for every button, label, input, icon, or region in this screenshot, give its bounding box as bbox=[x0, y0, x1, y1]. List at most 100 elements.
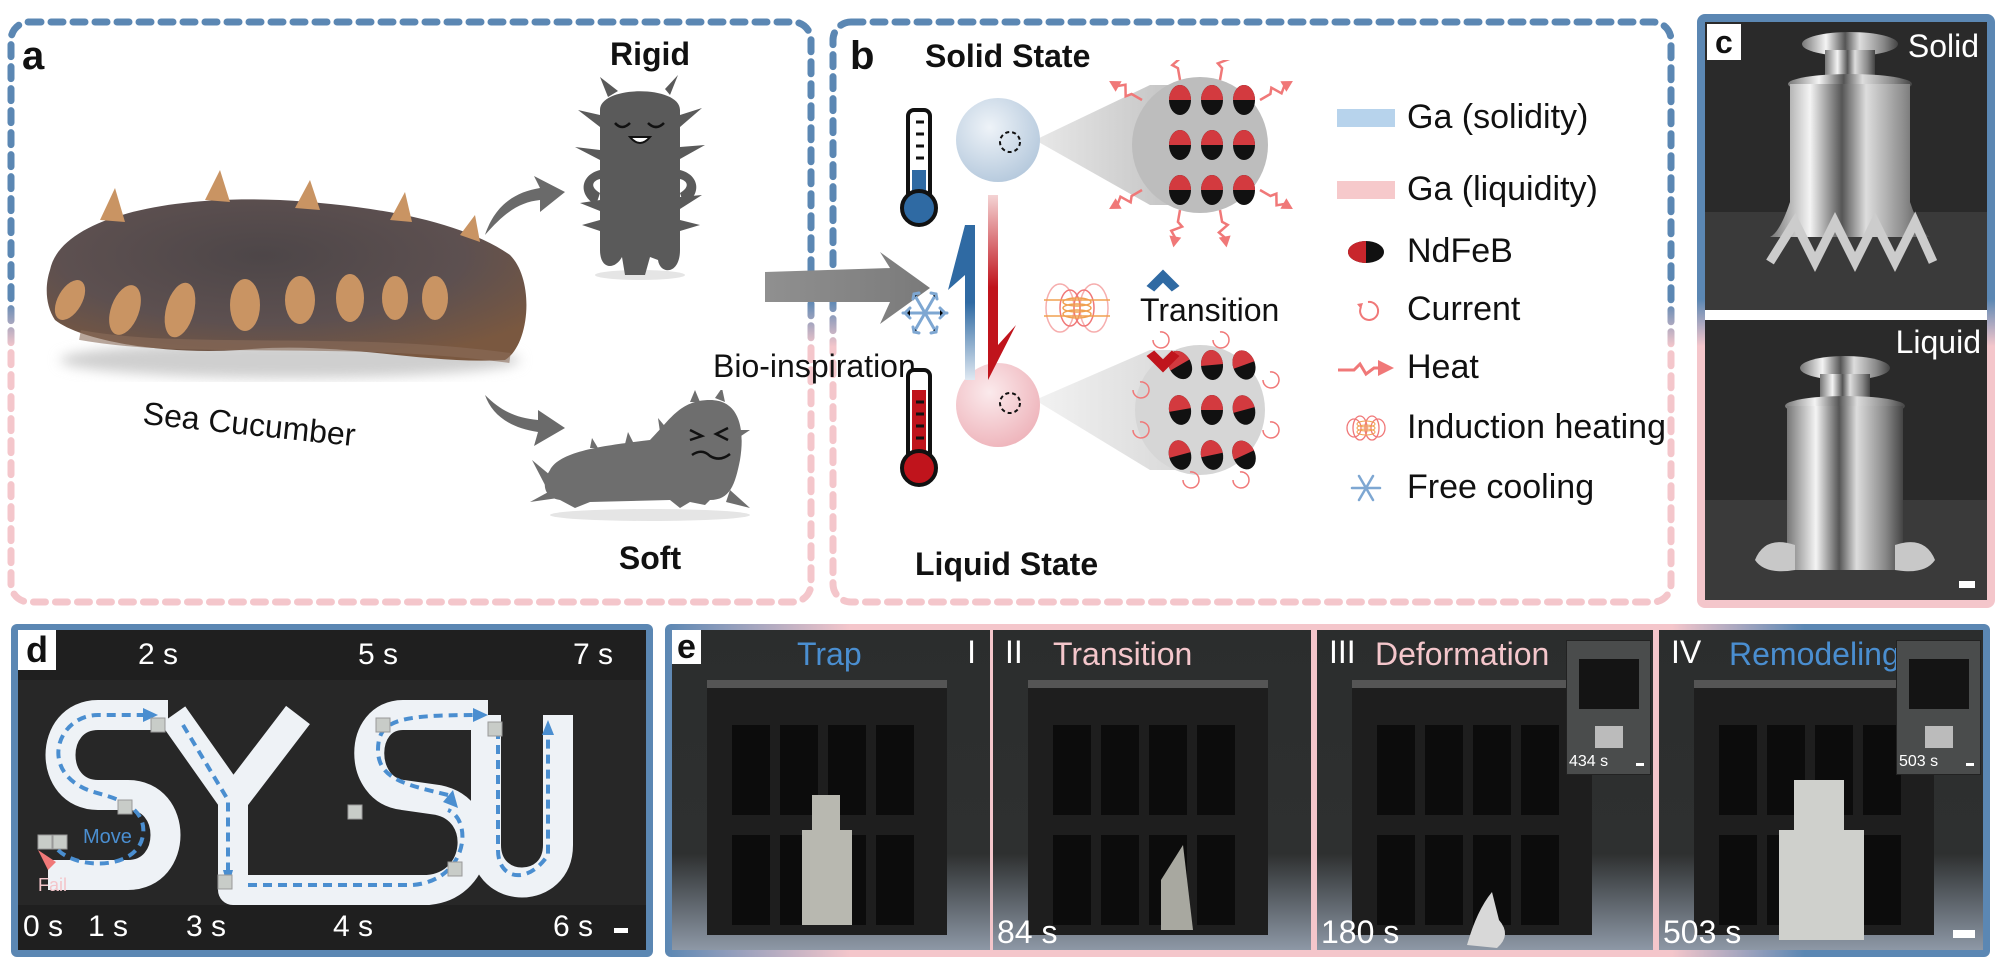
time-label: 0 s bbox=[23, 910, 64, 943]
soft-label: Soft bbox=[618, 540, 682, 576]
heat-icon bbox=[1335, 356, 1397, 380]
legend-item: Ga (liquidity) bbox=[1335, 170, 1598, 209]
curved-arrow-down-icon bbox=[485, 395, 565, 446]
solid-weight-photo: c Solid bbox=[1705, 22, 1987, 310]
scale-bar bbox=[1636, 763, 1644, 766]
panel-b-letter: b bbox=[850, 34, 875, 78]
legend-label: Current bbox=[1407, 290, 1521, 328]
legend-item: Current bbox=[1335, 290, 1520, 329]
frame-title: Trap bbox=[797, 636, 862, 672]
ndfeb-magnet bbox=[1232, 440, 1256, 470]
scale-bar bbox=[1953, 930, 1975, 938]
figurine bbox=[802, 830, 852, 925]
frame-time: 180 s bbox=[1321, 914, 1400, 950]
inset-photo: 434 s bbox=[1566, 640, 1651, 775]
frame-1: I Trap bbox=[672, 630, 990, 950]
soft-cartoon bbox=[530, 390, 750, 521]
time-label: 3 s bbox=[186, 910, 227, 943]
time-label: 5 s bbox=[358, 638, 399, 671]
rigid-label: Rigid bbox=[610, 36, 690, 72]
legend-label: Heat bbox=[1407, 348, 1479, 386]
legend-item: NdFeB bbox=[1335, 232, 1513, 271]
curved-arrow-up-icon bbox=[485, 176, 565, 235]
ndfeb-magnet bbox=[1200, 440, 1224, 470]
zigzag-support bbox=[1766, 211, 1938, 273]
heat-arrow-icon bbox=[1259, 188, 1293, 209]
state-diagram bbox=[900, 60, 1293, 489]
liquid-gallium-ball bbox=[956, 363, 1040, 447]
heat-arrow-icon bbox=[1216, 209, 1231, 248]
heating-arrow-icon bbox=[988, 195, 1016, 380]
induction-heating-icon bbox=[1335, 413, 1397, 443]
current-icon bbox=[1232, 471, 1250, 489]
legend-item: Free cooling bbox=[1335, 468, 1594, 507]
ndfeb-magnet bbox=[1233, 175, 1255, 205]
current-icon bbox=[1212, 331, 1230, 349]
scale-bar bbox=[1966, 763, 1974, 766]
bio-inspiration-label: Bio-inspiration bbox=[713, 348, 916, 384]
frame-numeral: III bbox=[1329, 634, 1356, 670]
inset-time: 434 s bbox=[1569, 753, 1609, 770]
frame-time: 503 s bbox=[1663, 914, 1742, 950]
current-icon bbox=[1262, 371, 1280, 389]
ndfeb-magnet bbox=[1169, 175, 1191, 205]
ndfeb-magnet bbox=[1232, 350, 1256, 380]
ndfeb-magnet bbox=[1200, 350, 1224, 380]
arrows-to-states bbox=[485, 176, 565, 446]
frame-numeral: I bbox=[967, 634, 976, 670]
heat-arrow-icon bbox=[1169, 209, 1185, 248]
melted-puddle bbox=[1467, 892, 1506, 948]
ndfeb-magnet bbox=[1169, 85, 1191, 115]
heat-arrow-icon bbox=[1170, 60, 1184, 81]
liquid-label: Liquid bbox=[1895, 324, 1981, 360]
frame-title: Transition bbox=[1053, 636, 1193, 672]
current-icon bbox=[1152, 331, 1170, 349]
legend-item: Heat bbox=[1335, 348, 1479, 387]
inset-time: 503 s bbox=[1899, 753, 1939, 770]
legend-label: Induction heating bbox=[1407, 408, 1666, 446]
ndfeb-magnet bbox=[1201, 130, 1223, 160]
chevron-up-icon bbox=[1146, 269, 1180, 292]
scale-bar bbox=[614, 928, 628, 933]
frame-title: Remodeling bbox=[1729, 636, 1900, 672]
frame-2: II Transition 84 s bbox=[993, 630, 1311, 950]
snowflake-icon bbox=[901, 291, 949, 335]
letter-u bbox=[471, 715, 573, 898]
current-icon bbox=[1182, 471, 1200, 489]
bio-inspiration-arrow bbox=[765, 252, 930, 324]
ndfeb-magnet bbox=[1201, 175, 1223, 205]
solid-state-label: Solid State bbox=[925, 38, 1091, 74]
time-label: 2 s bbox=[138, 638, 179, 671]
ndfeb-magnet bbox=[1168, 440, 1192, 470]
legend-item: Ga (solidity) bbox=[1335, 98, 1588, 137]
legend-label: NdFeB bbox=[1407, 232, 1513, 270]
ndfeb-magnet bbox=[1232, 395, 1256, 425]
induction-coil-icon bbox=[1044, 283, 1110, 333]
sea-cucumber-photo bbox=[46, 170, 527, 378]
inset-photo: 503 s bbox=[1896, 640, 1981, 775]
time-label: 1 s bbox=[88, 910, 129, 943]
ndfeb-magnet bbox=[1201, 85, 1223, 115]
frame-numeral: II bbox=[1005, 634, 1023, 670]
panel-a-frame bbox=[7, 18, 815, 606]
remodeled-figurine bbox=[1779, 830, 1864, 940]
current-icon bbox=[1132, 421, 1150, 439]
current-icon bbox=[1335, 295, 1397, 325]
liquid-weight-photo: Liquid bbox=[1705, 320, 1987, 600]
frame-title: Deformation bbox=[1375, 636, 1550, 672]
rigid-cartoon bbox=[575, 75, 705, 280]
chevron-down-icon bbox=[1146, 350, 1180, 373]
liquid-state-label: Liquid State bbox=[915, 546, 1099, 582]
ndfeb-magnet bbox=[1233, 85, 1255, 115]
ndfeb-magnet bbox=[1233, 130, 1255, 160]
panel-e-letter: e bbox=[672, 630, 701, 664]
melting-figurine bbox=[1161, 845, 1193, 930]
frame-3: III Deformation 180 s 434 s bbox=[1317, 630, 1653, 950]
legend-item: Induction heating bbox=[1335, 408, 1666, 447]
panel-c-frame bbox=[1697, 14, 1995, 608]
panel-a-letter: a bbox=[22, 34, 45, 78]
current-icon bbox=[1132, 381, 1150, 399]
frame-numeral: IV bbox=[1671, 634, 1702, 670]
frame-time: 84 s bbox=[997, 914, 1058, 950]
current-icon bbox=[1262, 421, 1280, 439]
